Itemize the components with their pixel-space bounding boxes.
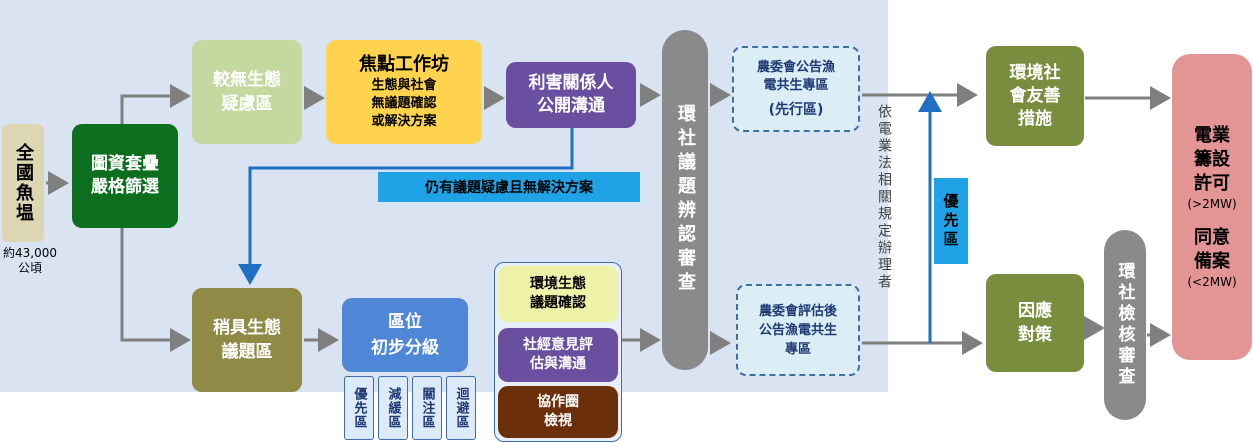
grade-tag-mitigation-label: 減緩區	[385, 387, 401, 429]
priority-zone-label: 優先區	[934, 178, 968, 264]
permit-line3: 許可	[1194, 173, 1230, 194]
grade-tag-concern: 關注區	[412, 376, 442, 440]
response-box: 因應 對策	[986, 274, 1084, 372]
env-measures-box: 環境社 會友善 措施	[986, 46, 1084, 146]
fishpond-area-value: 約43,000	[3, 246, 57, 260]
env-check-box: 環社檢核審查	[1104, 230, 1146, 420]
law-note: 依電業法相關規定辦理者	[872, 104, 896, 334]
env-measures-line3: 措施	[1018, 108, 1052, 129]
permit-line5: 備案	[1194, 251, 1230, 272]
socio-eval-line1: 社經意見評	[523, 337, 593, 353]
grade-tag-concern-label: 關注區	[419, 387, 435, 429]
unresolved-banner-label: 仍有議題疑慮且無解決方案	[425, 180, 593, 196]
screening-line2: 嚴格篩選	[91, 177, 159, 197]
permit-sub1: (>2MW)	[1187, 197, 1237, 211]
stakeholder-line1: 利害關係人	[528, 73, 614, 93]
fishpond-area: 約43,000 公頃	[0, 246, 60, 276]
eco-confirm-line2: 議題確認	[530, 295, 586, 311]
permit-line1: 電業	[1194, 125, 1230, 146]
env-measures-line1: 環境社	[1009, 62, 1061, 83]
focus-workshop-box: 焦點工作坊 生態與社會 無議題確認 或解決方案	[326, 40, 482, 144]
env-check-label: 環社檢核審查	[1114, 262, 1135, 388]
focus-workshop-line2: 無議題確認	[371, 96, 437, 111]
some-concern-box: 稍具生態 議題區	[192, 288, 302, 392]
coa-announce-line2: 電共生專區	[763, 78, 829, 93]
response-line1: 因應	[1018, 301, 1052, 321]
screening-box: 圖資套疊 嚴格篩選	[72, 124, 178, 228]
collab-review-line1: 協作圈	[537, 394, 579, 410]
grade-tag-priority: 優先區	[344, 376, 374, 440]
coa-eval-line1: 農委會評估後	[758, 303, 837, 319]
coa-announce-line1: 農委會公告漁	[756, 60, 835, 75]
permit-sub2: (<2MW)	[1187, 275, 1237, 289]
socio-eval-box: 社經意見評 估與溝通	[498, 328, 618, 382]
permit-box: 電業 籌設 許可 (>2MW) 同意 備案 (<2MW)	[1172, 54, 1252, 360]
grade-tag-avoid-label: 迴避區	[453, 387, 469, 429]
collab-review-box: 協作圈 檢視	[498, 386, 618, 438]
focus-workshop-title: 焦點工作坊	[359, 54, 449, 75]
review-center-box: 環社議題辨認審查	[662, 30, 708, 370]
fishpond-box: 全國魚塭	[2, 124, 44, 242]
stakeholder-line2: 公開溝通	[537, 96, 605, 116]
review-center-label: 環社議題辨認審查	[675, 104, 696, 296]
coa-eval-box: 農委會評估後 公告漁電共生 專區	[736, 284, 860, 376]
some-concern-line1: 稍具生態	[213, 318, 281, 338]
focus-workshop-line1: 生態與社會	[371, 78, 437, 93]
coa-announce-box: 農委會公告漁 電共生專區 (先行區)	[732, 46, 860, 132]
env-measures-line2: 會友善	[1009, 85, 1061, 106]
coa-announce-line3: (先行區)	[768, 102, 824, 118]
fishpond-label: 全國魚塭	[13, 143, 34, 223]
grade-tag-mitigation: 減緩區	[378, 376, 408, 440]
grading-line2: 初步分級	[371, 338, 439, 358]
coa-eval-line3: 專區	[784, 341, 811, 357]
eco-confirm-line1: 環境生態	[530, 276, 586, 292]
grade-tag-avoid: 迴避區	[446, 376, 476, 440]
eco-confirm-box: 環境生態 議題確認	[498, 266, 618, 322]
grading-line1: 區位	[388, 312, 422, 332]
law-note-label: 依電業法相關規定辦理者	[876, 104, 892, 291]
low-concern-line1: 較無生態	[213, 70, 281, 90]
response-line2: 對策	[1018, 325, 1052, 345]
permit-line2: 籌設	[1194, 149, 1230, 170]
low-concern-box: 較無生態 疑慮區	[192, 40, 302, 144]
permit-line4: 同意	[1194, 227, 1230, 248]
stakeholder-box: 利害關係人 公開溝通	[506, 62, 636, 128]
focus-workshop-line3: 或解決方案	[371, 114, 437, 129]
fishpond-area-unit: 公頃	[17, 261, 42, 275]
unresolved-banner: 仍有議題疑慮且無解決方案	[378, 172, 640, 202]
low-concern-line2: 疑慮區	[221, 94, 273, 114]
some-concern-line2: 議題區	[221, 342, 273, 362]
coa-eval-line2: 公告漁電共生	[758, 322, 837, 338]
collab-review-line2: 檢視	[544, 413, 572, 429]
socio-eval-line2: 估與溝通	[530, 356, 586, 372]
screening-line1: 圖資套疊	[91, 154, 159, 174]
grade-tag-priority-label: 優先區	[351, 387, 367, 429]
grading-box: 區位 初步分級	[342, 298, 468, 372]
priority-zone-text: 優先區	[941, 192, 960, 250]
